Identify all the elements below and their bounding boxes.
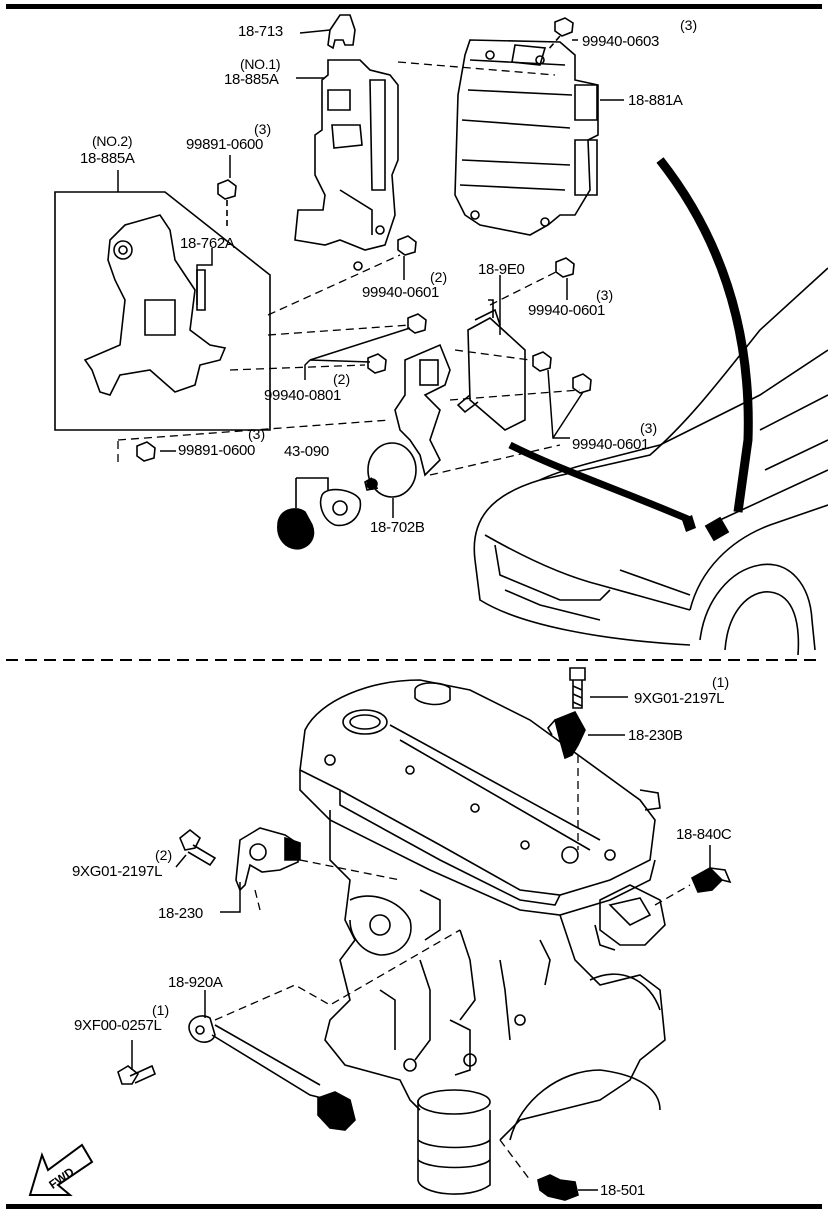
nut-99891-0600a xyxy=(217,179,237,228)
label-99891-0600b: 99891-0600 xyxy=(178,442,256,459)
label-99891-0600a: 99891-0600 xyxy=(186,136,264,153)
leader-lines-upper xyxy=(117,61,581,476)
qty-99940-0601c: (3) xyxy=(640,420,658,436)
top-rule xyxy=(6,4,822,9)
part-18-9E0 xyxy=(456,299,526,431)
label-9XF00-0257L: 9XF00-0257L xyxy=(74,1017,162,1034)
nut-99940-0603 xyxy=(547,17,574,51)
part-18-920A xyxy=(188,1015,356,1131)
part-18-702B xyxy=(364,343,451,498)
car-outline xyxy=(473,267,828,656)
bolt-9XG01-2197L-a xyxy=(569,667,586,709)
part-18-501 xyxy=(537,1174,579,1201)
car-marker xyxy=(704,516,730,542)
label-43-090: 43-090 xyxy=(284,443,329,460)
qty-99891-0600a: (3) xyxy=(254,121,272,137)
callout-arc-2 xyxy=(508,441,692,524)
qty-9XG01-2197L-b: (2) xyxy=(155,847,173,863)
part-18-840C xyxy=(690,867,732,893)
leader-lines-lower xyxy=(214,755,691,1181)
nut-99940-0601a xyxy=(397,235,417,256)
label-18-881A: 18-881A xyxy=(628,92,683,109)
label-18-885A-1: 18-885A xyxy=(224,71,279,88)
qty-99940-0801: (2) xyxy=(333,371,351,387)
part-18-885A-no1 xyxy=(294,59,399,271)
part-18-230B xyxy=(547,710,586,760)
label-18-230B: 18-230B xyxy=(628,727,683,744)
label-99940-0601b: 99940-0601 xyxy=(528,302,606,319)
label-18-840C: 18-840C xyxy=(676,826,732,843)
part-18-713 xyxy=(327,14,356,50)
bolt-9XG01-2197L-b xyxy=(179,828,217,867)
label-99940-0603: 99940-0603 xyxy=(582,33,660,50)
label-9XG01-2197L-a: 9XG01-2197L xyxy=(634,690,725,707)
label-18-501: 18-501 xyxy=(600,1182,645,1199)
label-18-713: 18-713 xyxy=(238,23,283,40)
qty-9XF00-0257L: (1) xyxy=(152,1002,170,1018)
solid-leaders-lower xyxy=(131,696,711,1191)
bolt-9XF00-0257L xyxy=(117,1064,157,1085)
label-no2: (NO.2) xyxy=(92,133,133,149)
qty-99940-0603: (3) xyxy=(680,17,698,33)
label-99940-0601c: 99940-0601 xyxy=(572,436,650,453)
nut-99940-0601c xyxy=(532,351,592,394)
qty-99940-0601a: (2) xyxy=(430,269,448,285)
nut-99940-0601b xyxy=(555,257,575,278)
label-18-230: 18-230 xyxy=(158,905,203,922)
qty-9XG01-2197L-a: (1) xyxy=(712,674,730,690)
part-18-230 xyxy=(235,827,301,892)
label-99940-0801: 99940-0801 xyxy=(264,387,342,404)
part-43-090 xyxy=(277,477,362,550)
nut-99940-0801a xyxy=(407,313,427,334)
bottom-rule xyxy=(6,1204,822,1209)
nut-99940-0801b xyxy=(367,353,387,374)
qty-99891-0600b: (3) xyxy=(248,426,266,442)
label-18-9E0: 18-9E0 xyxy=(478,261,525,278)
engine-block xyxy=(299,679,666,1195)
qty-99940-0601b: (3) xyxy=(596,287,614,303)
callout-arc xyxy=(656,157,753,513)
nut-99891-0600b xyxy=(136,441,156,462)
fwd-arrow xyxy=(28,1143,94,1196)
label-99940-0601a: 99940-0601 xyxy=(362,284,440,301)
label-18-885A-2: 18-885A xyxy=(80,150,135,167)
car-marker-2 xyxy=(682,515,696,532)
label-18-702B: 18-702B xyxy=(370,519,425,536)
part-18-881A xyxy=(454,39,599,236)
label-9XG01-2197L-b: 9XG01-2197L xyxy=(72,863,163,880)
solid-leaders-upper xyxy=(117,29,624,518)
part-18-885A-no2 xyxy=(54,191,271,431)
label-no1: (NO.1) xyxy=(240,56,281,72)
label-18-920A: 18-920A xyxy=(168,974,223,991)
label-18-762A: 18-762A xyxy=(180,235,235,252)
